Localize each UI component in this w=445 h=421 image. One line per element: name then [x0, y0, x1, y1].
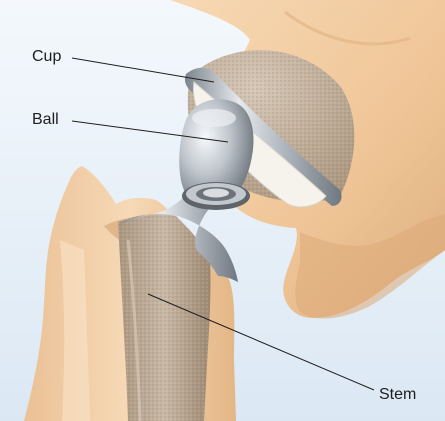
cup-label: Cup — [32, 48, 61, 66]
ball-label: Ball — [32, 111, 59, 129]
femoral-head — [179, 99, 253, 210]
stem-label: Stem — [379, 386, 416, 404]
